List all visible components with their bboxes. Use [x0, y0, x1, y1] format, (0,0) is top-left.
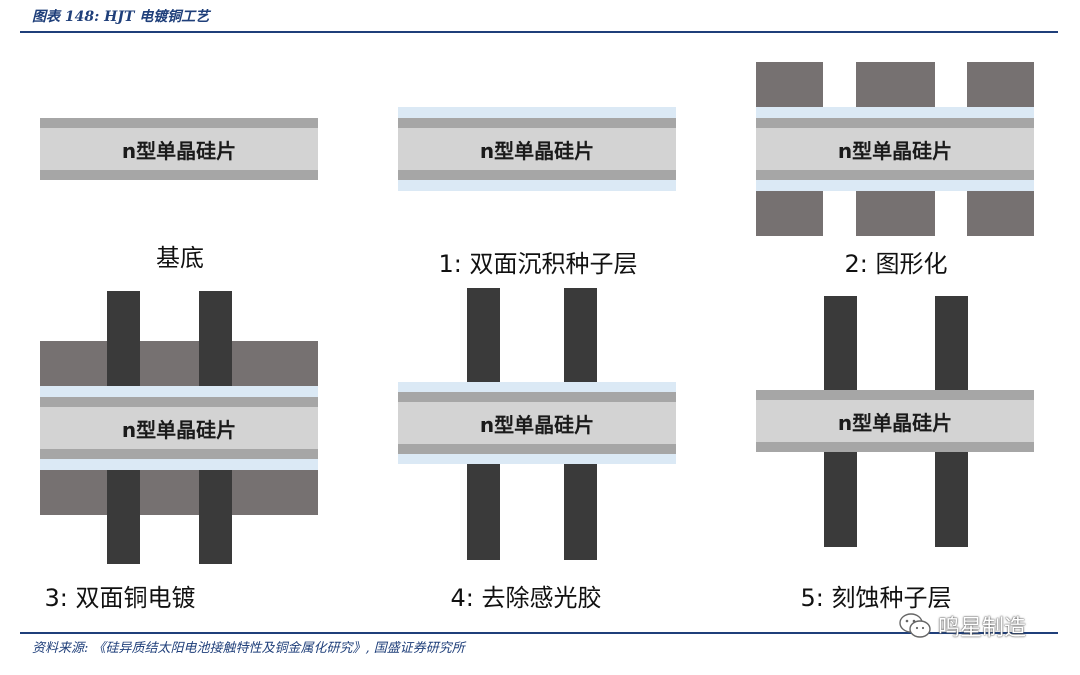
step-panel-seed-deposition: n型单晶硅片 1: 双面沉积种子层	[398, 40, 678, 320]
copper-electrode-bottom	[107, 470, 140, 564]
wafer-label: n型单晶硅片	[837, 410, 953, 435]
step-panel-patterning: n型单晶硅片 2: 图形化	[756, 40, 1036, 320]
tco-layer-bottom	[756, 442, 1034, 452]
seed-layer-bottom	[40, 459, 318, 470]
wafer-label: n型单晶硅片	[121, 417, 237, 442]
seed-layer-bottom	[398, 180, 676, 191]
wechat-icon	[899, 613, 931, 638]
tco-layer-top	[398, 118, 676, 128]
step-caption: 基底	[156, 244, 204, 272]
copper-electrode-bottom	[935, 452, 968, 547]
wafer-label: n型单晶硅片	[479, 138, 595, 163]
tco-layer-top	[40, 397, 318, 407]
tco-layer-top	[398, 392, 676, 402]
watermark-text: 鸣星制造	[938, 616, 1027, 641]
tco-layer-top	[756, 118, 1034, 128]
copper-electrode-bottom	[824, 452, 857, 547]
photoresist-bottom	[40, 470, 318, 515]
copper-electrode-top	[935, 296, 968, 390]
copper-electrode-top	[824, 296, 857, 390]
step-caption: 1: 双面沉积种子层	[438, 250, 638, 278]
wafer: n型单晶硅片	[40, 128, 318, 170]
seed-layer-top	[398, 382, 676, 392]
photoresist-top	[756, 62, 823, 107]
source-note: 资料来源: 《硅异质结太阳电池接触特性及铜金属化研究》, 国盛证券研究所	[32, 641, 465, 656]
copper-electrode-bottom	[199, 470, 232, 564]
step-panel-copper-plating: n型单晶硅片 3: 双面铜电镀	[40, 290, 320, 612]
photoresist-top	[40, 341, 318, 386]
copper-electrode-top	[199, 291, 232, 386]
photoresist-bottom	[967, 191, 1034, 236]
wafer-label: n型单晶硅片	[121, 138, 237, 163]
step-caption: 3: 双面铜电镀	[44, 584, 196, 612]
tco-layer-bottom	[40, 170, 318, 180]
tco-layer-top	[40, 118, 318, 128]
tco-layer-bottom	[40, 449, 318, 459]
seed-layer-top	[756, 107, 1034, 118]
seed-layer-top	[40, 386, 318, 397]
photoresist-top	[967, 62, 1034, 107]
photoresist-bottom	[856, 191, 935, 236]
copper-electrode-bottom	[564, 464, 597, 560]
seed-layer-bottom	[756, 180, 1034, 191]
step-caption: 5: 刻蚀种子层	[800, 584, 952, 612]
step-panel-substrate: n型单晶硅片 基底	[40, 40, 320, 320]
wafer: n型单晶硅片	[40, 407, 318, 449]
header-rule	[20, 31, 1058, 33]
figure-title: 图表 148: HJT 电镀铜工艺	[32, 9, 210, 25]
tco-layer-bottom	[398, 170, 676, 180]
wafer: n型单晶硅片	[756, 128, 1034, 170]
photoresist-bottom	[756, 191, 823, 236]
step-panel-resist-removal: n型单晶硅片 4: 去除感光胶	[398, 288, 678, 612]
tco-layer-bottom	[756, 170, 1034, 180]
step-panel-seed-etching: n型单晶硅片 5: 刻蚀种子层	[756, 290, 1036, 612]
tco-layer-top	[756, 390, 1034, 400]
seed-layer-top	[398, 107, 676, 118]
wafer-label: n型单晶硅片	[479, 412, 595, 437]
wafer: n型单晶硅片	[398, 402, 676, 444]
copper-electrode-top	[107, 291, 140, 386]
copper-electrode-bottom	[467, 464, 500, 560]
footer-rule	[20, 632, 1058, 634]
tco-layer-bottom	[398, 444, 676, 454]
wafer: n型单晶硅片	[398, 128, 676, 170]
step-caption: 2: 图形化	[844, 250, 948, 278]
step-caption: 4: 去除感光胶	[450, 584, 602, 612]
photoresist-top	[856, 62, 935, 107]
copper-electrode-top	[467, 288, 500, 382]
watermark: 鸣星制造	[898, 610, 1026, 642]
wafer: n型单晶硅片	[756, 400, 1034, 442]
wafer-label: n型单晶硅片	[837, 138, 953, 163]
copper-electrode-top	[564, 288, 597, 382]
seed-layer-bottom	[398, 454, 676, 464]
